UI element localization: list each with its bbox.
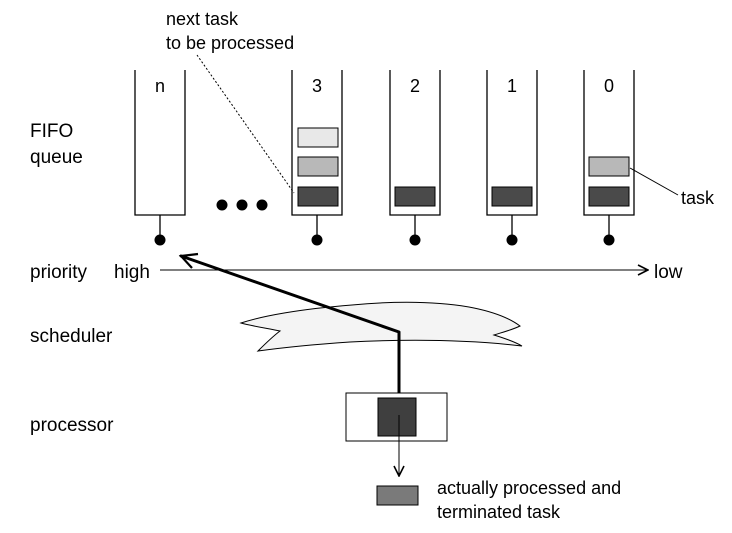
task-block-dark <box>491 186 533 207</box>
terminated-task <box>376 485 419 506</box>
queue-n: n <box>134 70 186 216</box>
queue-pin <box>311 234 323 246</box>
processing-task <box>377 397 417 437</box>
queue-label: 2 <box>410 76 420 96</box>
queue-label: 3 <box>312 76 322 96</box>
selection-arrowhead <box>178 252 199 269</box>
scheduler-label: scheduler <box>30 326 113 347</box>
queue-0: 0 <box>583 70 635 216</box>
next-task-label-line2: to be processed <box>166 33 294 53</box>
task-block-medium <box>297 156 339 177</box>
task-block-medium <box>588 156 630 177</box>
scheduler-selection-line <box>179 254 401 334</box>
queue-pin <box>506 234 518 246</box>
next-task-label-line1: next task <box>166 9 239 29</box>
priority-low-label: low <box>654 262 683 283</box>
processor-label: processor <box>30 415 114 436</box>
ellipsis-dot <box>236 199 248 211</box>
priority-label: priority <box>30 262 88 283</box>
task-block-dark <box>394 186 436 207</box>
queue-pin <box>154 234 166 246</box>
ellipsis-dot <box>216 199 228 211</box>
queue-pin <box>603 234 615 246</box>
processed-label-line1: actually processed and <box>437 478 621 498</box>
fifo-label-line1: FIFO <box>30 121 73 142</box>
fifo-label-line2: queue <box>30 147 83 168</box>
queue-pin <box>409 234 421 246</box>
queue-label: n <box>155 76 165 96</box>
ellipsis-dots <box>216 199 268 211</box>
priority-high-label: high <box>114 262 150 283</box>
task-block-dark <box>297 186 339 207</box>
processed-label-line2: terminated task <box>437 502 561 522</box>
task-pointer <box>629 167 679 196</box>
queue-pins <box>154 215 615 246</box>
queue-2: 2 <box>389 70 441 216</box>
queue-label: 0 <box>604 76 614 96</box>
queue-3: 3 <box>291 70 343 216</box>
queue-1: 1 <box>486 70 538 216</box>
task-label: task <box>681 188 715 208</box>
task-block-dark <box>588 186 630 207</box>
next-task-pointer <box>196 54 295 194</box>
ellipsis-dot <box>256 199 268 211</box>
task-block-light <box>297 127 339 148</box>
queue-label: 1 <box>507 76 517 96</box>
